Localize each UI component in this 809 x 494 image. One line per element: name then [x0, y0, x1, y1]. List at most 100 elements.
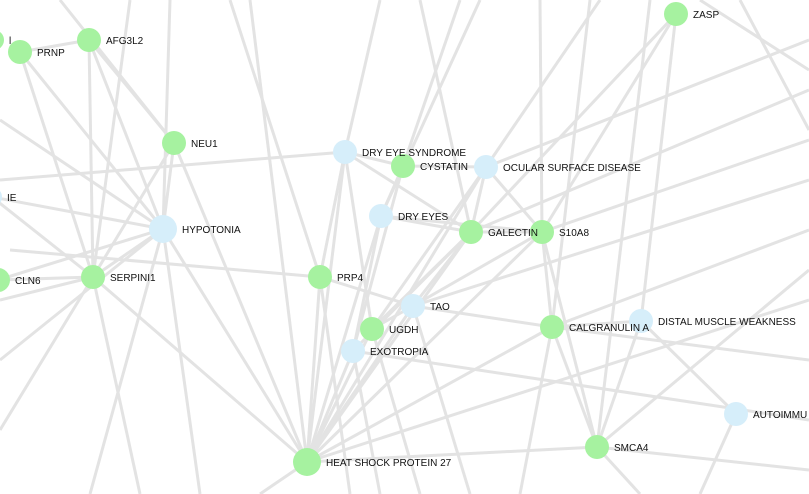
node-partial-me[interactable] [0, 187, 2, 207]
node-label-dry-eyes: DRY EYES [398, 212, 449, 223]
node-s10a8[interactable] [530, 220, 554, 244]
edge-offscreen-32 [161, 228, 202, 494]
edge-neu1-serpini1 [91, 142, 176, 278]
node-cln6[interactable] [0, 268, 10, 292]
edge-prp4-tao [319, 275, 414, 308]
node-cystatin[interactable] [391, 154, 415, 178]
edge-s10a8-heat-shock-protein-27 [305, 230, 544, 464]
edge-offscreen-17 [470, 88, 809, 234]
node-calgranulin-a[interactable] [540, 315, 564, 339]
edge-offscreen-27 [411, 305, 472, 494]
edge-dry-eyes-exotropia [351, 215, 383, 352]
node-label-s10a8: S10A8 [559, 228, 589, 239]
node-serpini1[interactable] [81, 265, 105, 289]
edge-tao-calgranulin-a [412, 304, 553, 329]
node-label-cystatin: CYSTATIN [420, 162, 468, 173]
edge-offscreen-5 [91, 0, 132, 278]
edge-dry-eye-syndrome-prp4 [318, 151, 347, 278]
node-hypotonia[interactable] [149, 215, 177, 243]
edge-offscreen-24 [698, 413, 738, 494]
edge-hypotonia-heat-shock-protein-27 [161, 228, 309, 463]
edge-offscreen-8 [343, 0, 382, 153]
node-autoimmu[interactable] [724, 402, 748, 426]
node-heat-shock-protein-27[interactable] [293, 448, 321, 476]
edge-neu1-hypotonia [161, 142, 176, 230]
node-label-heat-shock-protein-27: HEAT SHOCK PROTEIN 27 [326, 458, 452, 469]
edge-exotropia-heat-shock-protein-27 [305, 350, 355, 463]
node-label-ocular-surface-disease: OCULAR SURFACE DISEASE [503, 163, 641, 174]
edge-prnp-serpini1 [18, 51, 95, 278]
edge-offscreen-22 [551, 325, 809, 362]
edge-zasp-s10a8 [540, 13, 678, 233]
edge-s10a8-tao [412, 230, 543, 308]
edge-prp4-heat-shock-protein-27 [305, 276, 322, 463]
node-label-afg3l2: AFG3L2 [106, 36, 144, 47]
edge-offscreen-33 [91, 276, 142, 494]
edge-hypotonia-serpini1 [92, 227, 164, 279]
node-afg3l2[interactable] [77, 28, 101, 52]
edge-offscreen-14 [699, 0, 809, 72]
node-label-cln6: CLN6 [15, 276, 41, 287]
node-zasp[interactable] [664, 2, 688, 26]
node-label-partial-me: IE [7, 193, 17, 204]
edge-offscreen-19 [412, 178, 809, 308]
edge-offscreen-11 [538, 0, 544, 233]
edge-offscreen-36 [9, 248, 321, 279]
node-dry-eye-syndrome[interactable] [333, 140, 357, 164]
node-label-exotropia: EXOTROPIA [370, 347, 429, 358]
node-dry-eyes[interactable] [369, 204, 393, 228]
node-label-smca4: SMCA4 [614, 443, 649, 454]
node-partial-top-left[interactable] [0, 30, 4, 50]
edge-offscreen-6 [161, 0, 172, 230]
edge-distal-muscle-weakness-smca4 [595, 320, 643, 448]
node-label-galectin: GALECTIN [488, 228, 538, 239]
node-label-prp4: PRP4 [337, 273, 364, 284]
node-label-neu1: NEU1 [191, 139, 218, 150]
edge-dry-eyes-s10a8 [380, 214, 543, 234]
edge-afg3l2-serpini1 [87, 39, 95, 278]
edge-offscreen-23 [596, 445, 809, 472]
edge-neu1-heat-shock-protein-27 [172, 142, 309, 463]
edge-offscreen-35 [248, 0, 309, 463]
node-label-serpini1: SERPINI1 [110, 273, 156, 284]
edge-offscreen-20 [551, 228, 809, 329]
edge-offscreen-1 [0, 275, 94, 302]
edge-calgranulin-a-distal-muscle-weakness [551, 319, 642, 329]
node-tao[interactable] [401, 294, 425, 318]
edge-calgranulin-a-smca4 [550, 326, 599, 448]
edge-offscreen-18 [541, 138, 809, 234]
node-label-tao: TAO [430, 302, 450, 313]
edge-zasp-galectin [469, 12, 678, 234]
edge-afg3l2-hypotonia [87, 39, 165, 230]
node-label-ugdh: UGDH [389, 325, 418, 336]
node-exotropia[interactable] [341, 339, 365, 363]
node-galectin[interactable] [459, 220, 483, 244]
edge-offscreen-21 [596, 268, 809, 449]
edge-cystatin-exotropia [351, 165, 405, 352]
node-label-prnp: PRNP [37, 48, 65, 59]
node-prnp[interactable] [8, 40, 32, 64]
edge-offscreen-16 [485, 38, 809, 169]
node-label-partial-top-left: l [9, 36, 11, 47]
edge-s10a8-smca4 [540, 231, 599, 448]
node-smca4[interactable] [585, 435, 609, 459]
node-neu1[interactable] [162, 131, 186, 155]
node-label-autoimmu: AUTOIMMU [753, 410, 807, 421]
edge-calgranulin-a-heat-shock-protein-27 [306, 325, 553, 464]
node-ocular-surface-disease[interactable] [474, 155, 498, 179]
node-label-hypotonia: HYPOTONIA [182, 225, 241, 236]
node-prp4[interactable] [308, 265, 332, 289]
node-layer [0, 2, 748, 476]
edge-serpini1-heat-shock-protein-27 [92, 275, 308, 464]
node-distal-muscle-weakness[interactable] [629, 309, 653, 333]
edge-dry-eye-syndrome-ugdh [343, 151, 374, 330]
edge-tao-heat-shock-protein-27 [305, 305, 415, 463]
edge-smca4-heat-shock-protein-27 [306, 445, 598, 464]
edge-offscreen-34 [88, 228, 165, 494]
node-ugdh[interactable] [360, 317, 384, 341]
edge-offscreen-3 [0, 276, 95, 431]
node-label-dry-eye-syndrome: DRY EYE SYNDROME [362, 148, 466, 159]
